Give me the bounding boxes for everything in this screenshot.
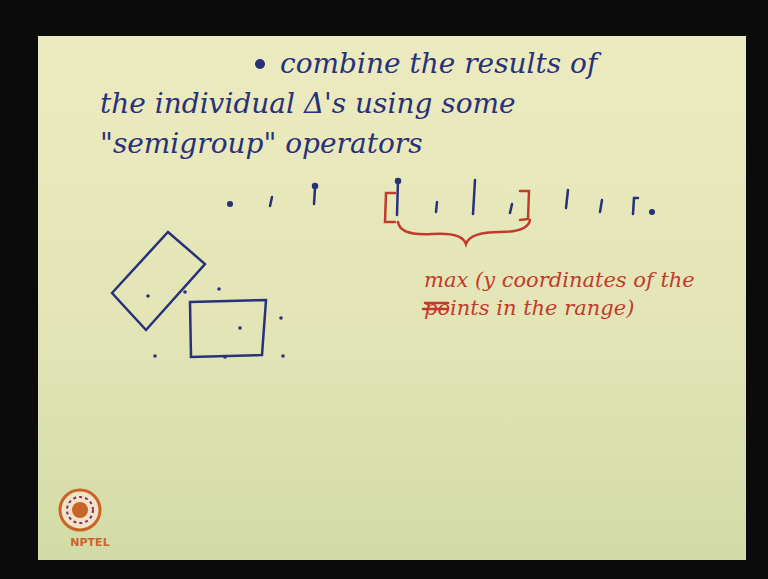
logo-text: NPTEL xyxy=(60,536,120,549)
query-rectangles xyxy=(112,232,266,357)
scatter-points xyxy=(146,287,285,359)
bullet-dot xyxy=(255,59,265,69)
slide-note: combine the results of the individual Δ'… xyxy=(100,44,620,164)
nptel-logo xyxy=(60,490,100,530)
points-row xyxy=(228,179,654,215)
range-annotation: max (y coordinates of the points in the … xyxy=(424,266,724,322)
